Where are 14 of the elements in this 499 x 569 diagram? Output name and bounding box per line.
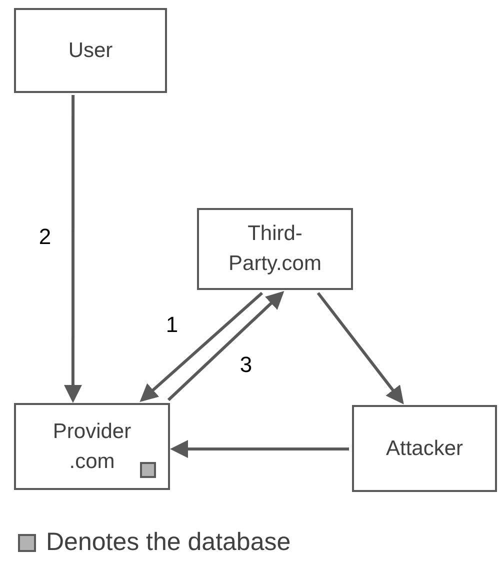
node-label: Attacker (386, 436, 464, 462)
node-label: Provider .com (52, 418, 132, 474)
node-label: User (68, 38, 113, 64)
process-box (14, 403, 170, 490)
arrow (170, 440, 349, 458)
node-label: Third-Party.com (228, 221, 322, 277)
arrow (140, 292, 264, 402)
arrow (167, 290, 284, 402)
arrow (64, 95, 82, 403)
arrow (316, 292, 404, 404)
legend-label: Denotes the database (46, 527, 291, 558)
process-box (352, 405, 497, 492)
process-box (197, 208, 353, 290)
process-box (14, 8, 167, 93)
